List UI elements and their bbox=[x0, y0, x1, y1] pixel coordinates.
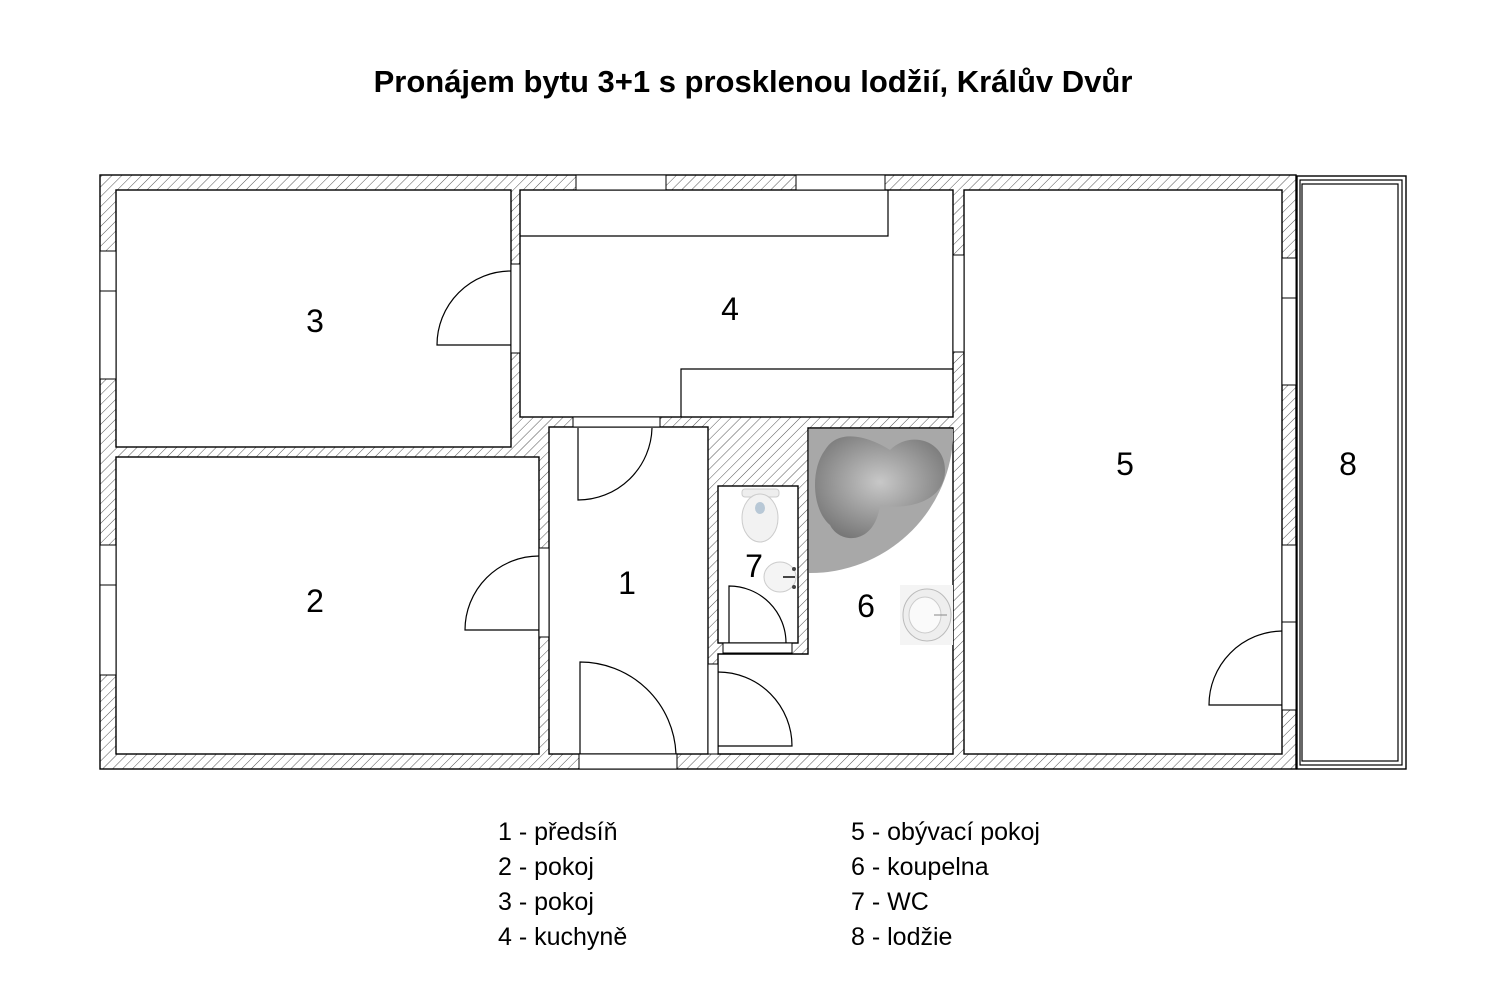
door-hall-kitchen[interactable] bbox=[577, 427, 653, 501]
legend-right: 5 - obývací pokoj 6 - koupelna 7 - WC 8 … bbox=[851, 815, 1040, 955]
legend-item: 3 - pokoj bbox=[498, 888, 594, 916]
plan-title: Pronájem bytu 3+1 s prosklenou lodžií, K… bbox=[373, 64, 1133, 99]
room-5 bbox=[963, 189, 1283, 755]
room-label-8: 8 bbox=[1339, 446, 1357, 482]
legend-left: 1 - předsíň 2 - pokoj 3 - pokoj 4 - kuch… bbox=[498, 815, 627, 955]
corner-bathtub-icon bbox=[809, 429, 953, 574]
legend-item: 4 - kuchyně bbox=[498, 923, 628, 951]
door-entrance[interactable] bbox=[579, 661, 677, 755]
door-wc[interactable] bbox=[728, 585, 787, 644]
toilet-icon bbox=[741, 488, 780, 543]
legend-item: 1 - předsíň bbox=[498, 818, 618, 846]
bathroom-sink-icon bbox=[900, 585, 953, 645]
door-room-3[interactable] bbox=[436, 270, 512, 346]
legend-item: 6 - koupelna bbox=[851, 853, 989, 881]
door-bathroom[interactable] bbox=[717, 671, 793, 747]
door-room-5[interactable] bbox=[1208, 630, 1283, 706]
legend-item: 7 - WC bbox=[851, 888, 929, 916]
room-4 bbox=[519, 189, 954, 418]
room-label-1: 1 bbox=[618, 565, 636, 601]
door-openings bbox=[510, 263, 793, 770]
legend-item: 2 - pokoj bbox=[498, 853, 594, 881]
kitchen-counter-top bbox=[520, 190, 889, 237]
room-label-3: 3 bbox=[306, 303, 324, 339]
room-label-7: 7 bbox=[745, 548, 763, 584]
room-2 bbox=[115, 456, 540, 755]
kitchen-counter-bottom bbox=[680, 368, 953, 417]
wc-sink-icon bbox=[763, 561, 797, 593]
room-label-5: 5 bbox=[1116, 446, 1134, 482]
door-room-2[interactable] bbox=[464, 555, 540, 631]
room-label-2: 2 bbox=[306, 583, 324, 619]
room-1 bbox=[548, 426, 709, 755]
legend-item: 8 - lodžie bbox=[851, 923, 953, 951]
room-label-4: 4 bbox=[721, 291, 739, 327]
loggia bbox=[1296, 175, 1407, 770]
room-label-6: 6 bbox=[857, 588, 875, 624]
windows bbox=[99, 174, 1297, 711]
legend-item: 5 - obývací pokoj bbox=[851, 818, 1040, 846]
